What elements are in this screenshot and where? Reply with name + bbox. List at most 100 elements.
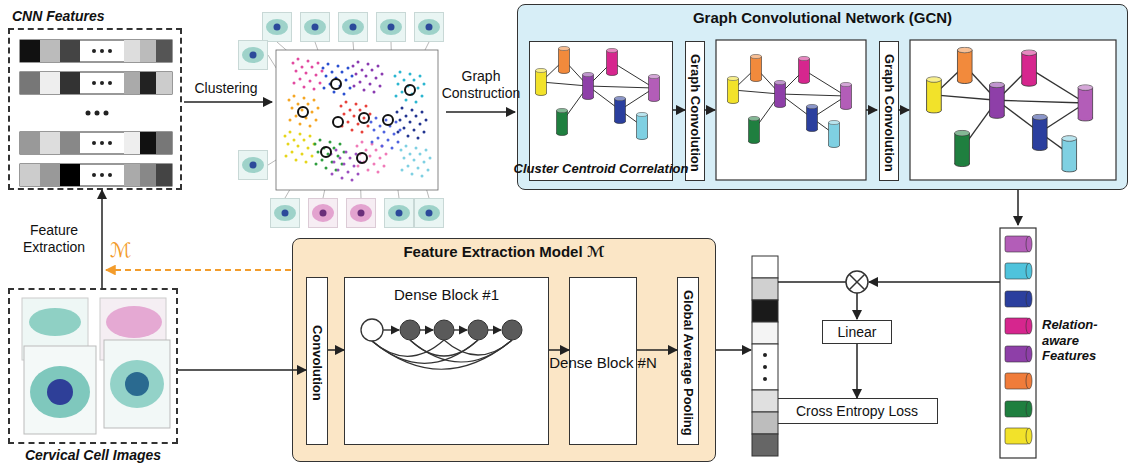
cluster-scatter	[359, 113, 369, 123]
cluster-scatter	[415, 199, 444, 228]
cnn-feature-rows	[20, 164, 40, 186]
connector-arrow	[101, 190, 103, 288]
gcn-graphs	[536, 47, 660, 140]
process-box: Linear	[822, 320, 892, 344]
cnn-feature-rows	[95, 111, 100, 116]
process-box: Cross Entropy Loss	[776, 398, 938, 424]
edge-label-holder: Feature Extraction	[14, 222, 94, 256]
multiply-operator	[778, 271, 1000, 319]
cnn-feature-rows	[20, 132, 40, 154]
annotation-label: ℳ	[110, 238, 134, 262]
connector-arrow	[673, 109, 685, 111]
cluster-scatter	[383, 115, 393, 125]
cnn-feature-rows	[60, 132, 80, 154]
multiply-operator	[869, 281, 1000, 283]
node-label: Cross Entropy Loss	[796, 403, 918, 420]
node-label: CNN Features	[10, 8, 180, 25]
cnn-feature-rows	[104, 111, 109, 116]
cluster-scatter	[330, 149, 362, 182]
cnn-feature-rows	[156, 72, 172, 94]
cluster-scatter	[314, 139, 346, 172]
cluster-scatter	[385, 199, 414, 228]
cnn-feature-rows	[40, 164, 60, 186]
dense-block-graph	[454, 329, 467, 330]
cluster-scatter	[396, 107, 428, 140]
cnn-feature-rows	[60, 164, 80, 186]
gcn-graphs	[728, 55, 852, 148]
relation-feature-bar	[1005, 346, 1029, 362]
graph-box: Cluster Centroid Correlation	[529, 41, 673, 181]
multiply-operator	[778, 281, 846, 283]
feature-vector	[752, 434, 778, 456]
cnn-feature-rows	[40, 40, 60, 62]
node-label: Feature Extraction Model ℳ	[403, 243, 604, 261]
node-label: Relation-aware Features	[1042, 317, 1132, 364]
connector-arrow	[1017, 190, 1019, 225]
node-label: Graph Convolution	[687, 54, 703, 172]
cnn-feature-rows	[156, 40, 172, 62]
feature-vector	[752, 300, 778, 322]
node-label: Linear	[838, 324, 877, 341]
annotation-label: Graph Construction	[438, 68, 524, 102]
cluster-scatter	[298, 79, 415, 163]
relation-feature-bar	[1005, 401, 1029, 417]
relation-feature-bar	[1026, 291, 1032, 307]
cnn-feature-rows	[108, 173, 112, 177]
feature-vector	[763, 353, 767, 357]
cnn-feature-rows	[40, 132, 60, 154]
cervical-cell-images	[24, 346, 96, 434]
dense-block-box: Dense Block #N	[569, 277, 637, 445]
cnn-feature-rows	[92, 81, 96, 85]
dense-block-graph	[468, 320, 488, 340]
cluster-scatter	[347, 199, 376, 228]
connector-arrow	[637, 349, 677, 351]
cnn-feature-rows	[40, 72, 60, 94]
node-label: Dense Block #1	[394, 286, 499, 304]
cnn-feature-rows	[92, 49, 96, 53]
dense-block-graph	[488, 329, 501, 330]
relation-feature-bar	[1005, 291, 1029, 307]
dense-block-graph	[502, 320, 522, 340]
dense-block-graph	[434, 320, 454, 340]
cluster-scatter	[394, 71, 426, 104]
cluster-scatter	[370, 117, 402, 150]
relation-feature-bar	[1026, 263, 1032, 279]
node-label: Convolution	[309, 325, 325, 401]
relation-feature-bar	[1026, 373, 1032, 389]
layer-box: Graph Convolution	[685, 41, 705, 181]
feature-vector	[752, 278, 778, 300]
graph-construction-arrow	[446, 111, 515, 113]
node-label: Graph Convolution	[881, 54, 897, 172]
gcn-graphs	[866, 109, 877, 111]
connector-arrow	[549, 349, 569, 351]
relation-feature-bar	[1005, 236, 1032, 444]
cnn-feature-rows	[140, 40, 156, 62]
relation-feature-bar	[1005, 373, 1029, 389]
relation-feature-bar	[1026, 428, 1032, 444]
connector-arrow	[178, 369, 306, 371]
feature-vector	[752, 256, 778, 278]
cluster-scatter	[271, 199, 300, 228]
relation-feature-bar	[1026, 346, 1032, 362]
cluster-scatter	[298, 107, 308, 117]
cluster-scatter	[292, 58, 324, 91]
cluster-scatter	[239, 13, 444, 228]
cnn-feature-rows	[124, 164, 140, 186]
cervical-cell-images	[30, 366, 90, 418]
dense-block-graph	[410, 340, 512, 362]
relation-feature-bar	[1000, 228, 1036, 458]
relation-feature-bar	[1026, 318, 1032, 334]
cervical-cell-images	[22, 298, 170, 434]
cluster-scatter	[333, 117, 343, 127]
feature-vector	[763, 377, 767, 381]
cluster-scatter	[309, 199, 338, 228]
multiply-operator	[856, 293, 858, 319]
dense-block-graph	[383, 329, 399, 330]
feature-vector	[752, 344, 778, 390]
cnn-feature-rows	[100, 81, 104, 85]
cluster-scatter	[322, 63, 354, 96]
feature-vector	[752, 390, 778, 412]
cluster-scatter	[288, 95, 320, 128]
edge-label: Feature Extraction	[14, 222, 94, 256]
feature-vector	[763, 365, 767, 369]
